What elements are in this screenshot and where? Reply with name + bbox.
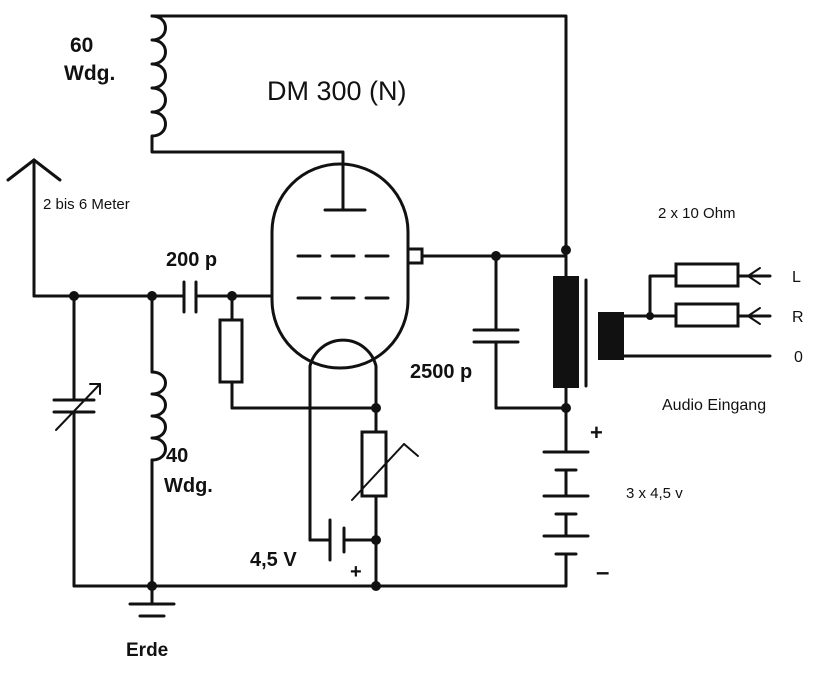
ground-label: Erde [126,640,168,661]
coil-top-unit: Wdg. [64,62,115,85]
heater-plus: + [350,561,362,583]
input-arrow-r [747,307,761,325]
tube-filament [308,338,378,542]
tube-grid-pin [406,247,424,265]
antenna-length: 2 bis 6 Meter [43,196,130,213]
top-coil [150,14,345,192]
top-wire [150,14,568,252]
main-battery [542,450,590,556]
diagram-title: DM 300 (N) [267,76,407,106]
resistor-r [674,302,740,328]
variable-capacitor [52,383,101,431]
input-arrow-l [747,267,761,285]
ground-symbol [128,602,176,618]
junction-dots [69,245,654,591]
antenna-symbol [6,158,62,298]
heater-voltage: 4,5 V [250,549,297,571]
input-right-label: R [792,309,804,326]
tube-envelope [270,162,410,370]
cap-grid-label: 200 p [166,249,217,271]
heater-battery [328,518,346,562]
coil-top-turns: 60 [70,34,93,57]
bottom-coil [150,370,167,462]
grid-resistor [218,318,244,384]
input-left-label: L [792,269,801,286]
transformer-secondary [598,312,624,360]
capacitor-2500p [472,328,520,344]
input-zero-label: 0 [794,349,803,366]
audio-input-label: Audio Eingang [662,397,766,414]
capacitor-200p [182,280,198,314]
cap-anode-label: 2500 p [410,361,472,383]
battery-minus: – [596,559,609,586]
resistors-label: 2 x 10 Ohm [658,205,736,222]
transformer-winding [553,276,579,388]
resistor-l [674,262,740,288]
coil-bottom-turns: 40 [166,445,188,467]
battery-plus: + [590,420,603,445]
battery-value: 3 x 4,5 v [626,485,683,502]
coil-bottom-unit: Wdg. [164,475,213,497]
